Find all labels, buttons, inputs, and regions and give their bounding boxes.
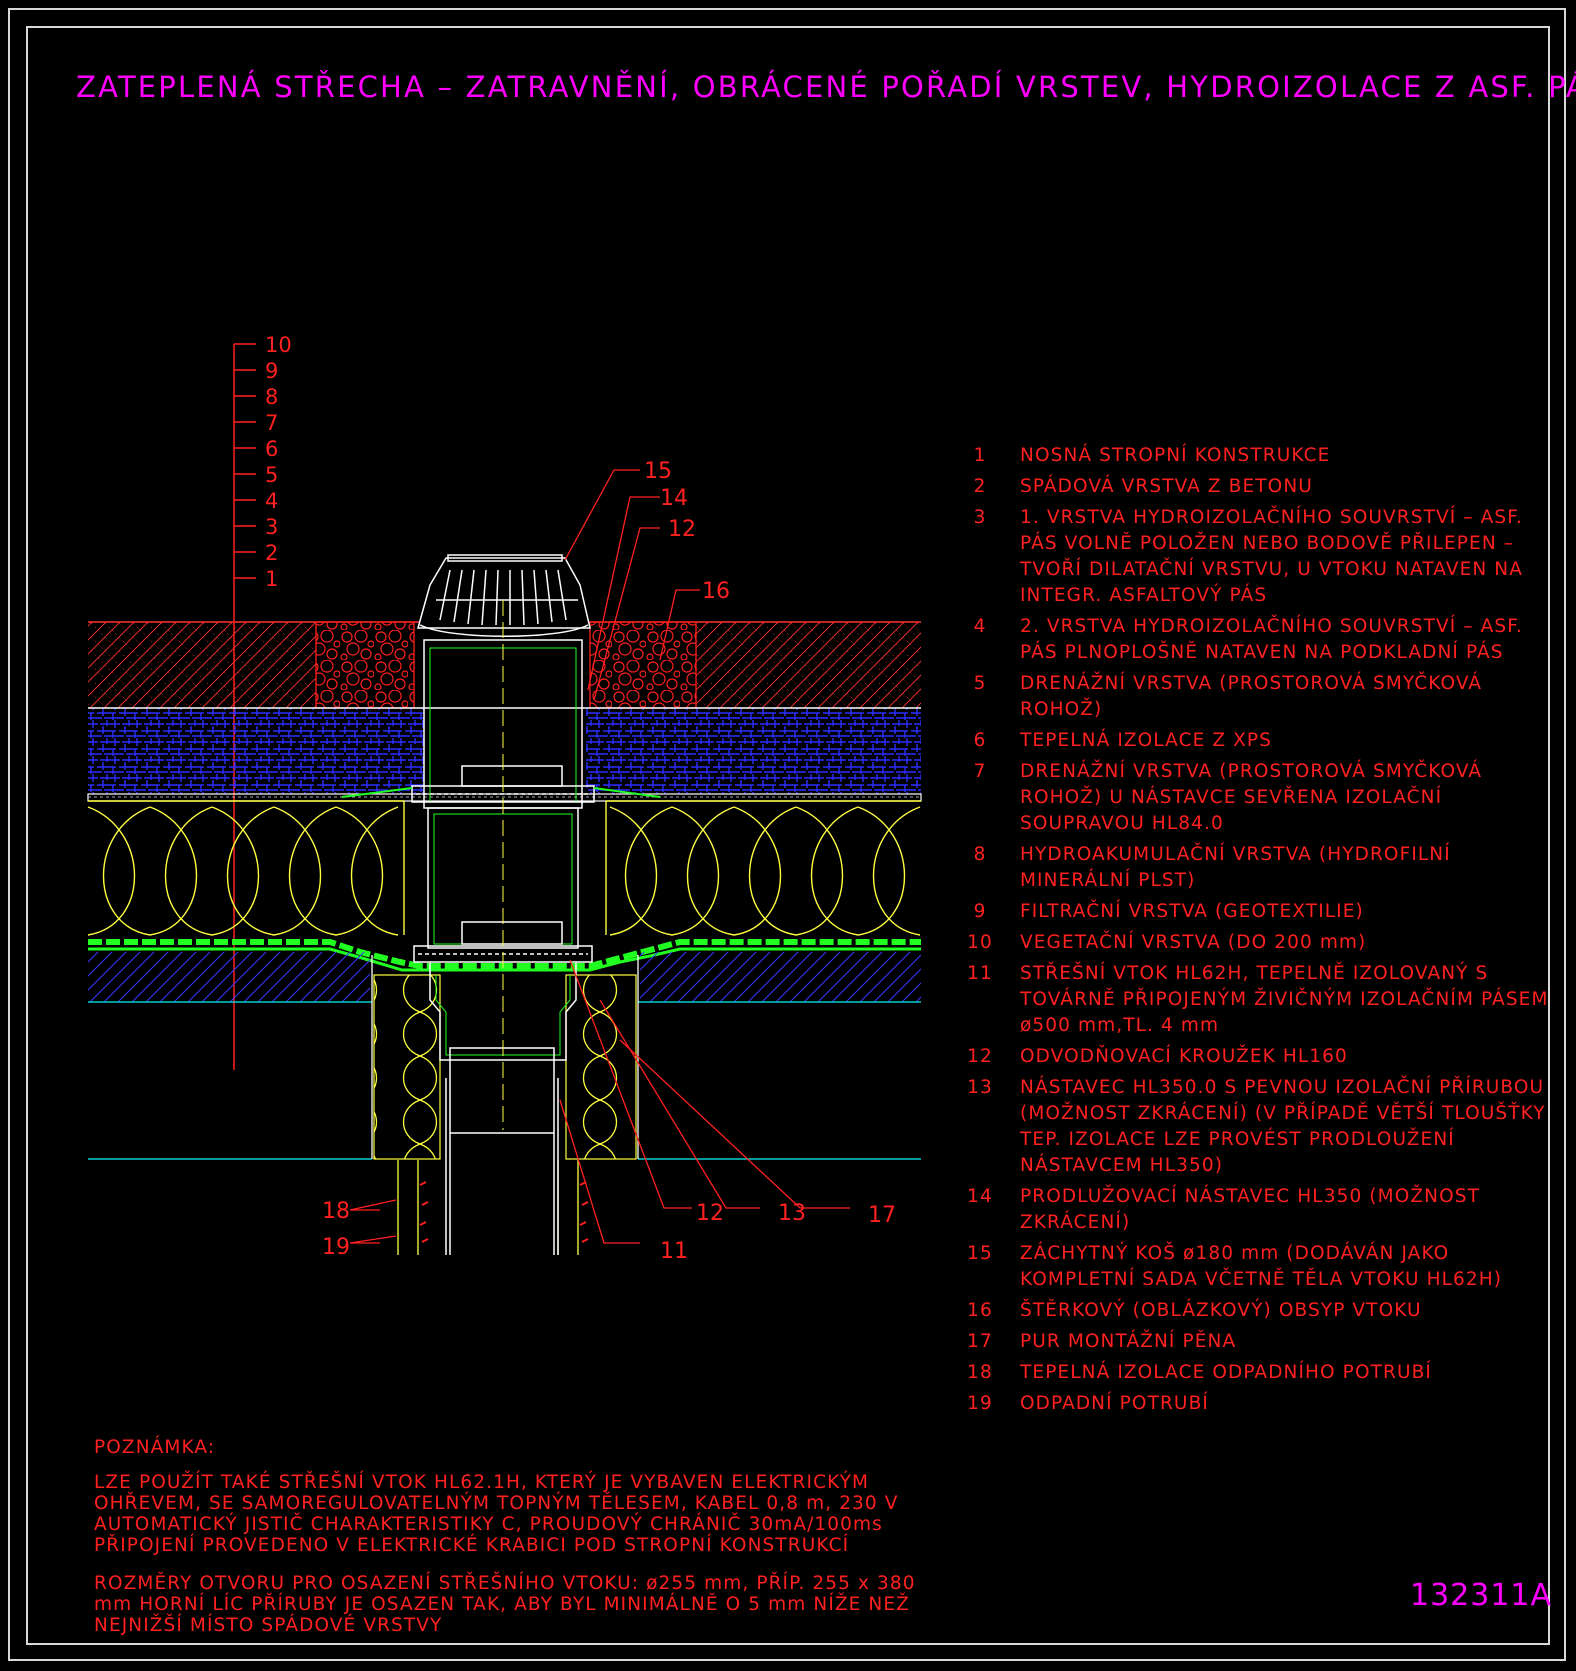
legend-text: PUR MONTÁŽNÍ PĚNA	[1020, 1331, 1237, 1352]
legend-text: HYDROAKUMULAČNÍ VRSTVA (HYDROFILNÍ MINER…	[1020, 844, 1451, 891]
legend-number: 13	[967, 1077, 993, 1098]
callout-14: 14	[660, 486, 688, 511]
legend-text: TEPELNÁ IZOLACE Z XPS	[1020, 730, 1272, 751]
legend-text: NÁSTAVEC HL350.0 S PEVNOU IZOLAČNÍ PŘÍRU…	[1020, 1077, 1546, 1176]
legend-text: SPÁDOVÁ VRSTVA Z BETONU	[1020, 476, 1313, 497]
note-paragraph: ROZMĚRY OTVORU PRO OSAZENÍ STŘEŠNÍHO VTO…	[94, 1573, 916, 1636]
scale-label: 4	[265, 489, 278, 513]
outer-frame	[8, 8, 1566, 1661]
legend-text: DRENÁŽNÍ VRSTVA (PROSTOROVÁ SMYČKOVÁ ROH…	[1020, 761, 1483, 834]
legend-item: 13 NÁSTAVEC HL350.0 S PEVNOU IZOLAČNÍ PŘÍ…	[965, 1075, 1565, 1179]
legend-number: 10	[967, 932, 993, 953]
legend-number: 19	[967, 1393, 993, 1414]
legend-item: 14 PRODLUŽOVACÍ NÁSTAVEC HL350 (MOŽNOST Z…	[965, 1184, 1565, 1236]
scale-label: 8	[265, 385, 278, 409]
drawing-border	[26, 26, 1550, 1645]
note-paragraph: LZE POUŽÍT TAKÉ STŘEŠNÍ VTOK HL62.1H, KT…	[94, 1472, 899, 1556]
legend-number: 11	[967, 963, 993, 984]
pur-foam	[373, 974, 637, 1160]
legend-text: ZÁCHYTNÝ KOŠ ø180 mm (DODÁVÁN JAKO KOMPL…	[1020, 1243, 1503, 1290]
legend-item: 10 VEGETAČNÍ VRSTVA (DO 200 mm)	[965, 930, 1565, 956]
legend-number: 7	[973, 761, 987, 782]
legend-text: ODPADNÍ POTRUBÍ	[1020, 1393, 1209, 1414]
legend-item: 8 HYDROAKUMULAČNÍ VRSTVA (HYDROFILNÍ MINE…	[965, 842, 1565, 894]
legend-number: 3	[973, 507, 987, 528]
legend-item: 6 TEPELNÁ IZOLACE Z XPS	[965, 728, 1565, 754]
callout-17: 17	[868, 1203, 896, 1228]
legend-number: 14	[967, 1186, 993, 1207]
legend-text: NOSNÁ STROPNÍ KONSTRUKCE	[1020, 445, 1331, 466]
scale-label: 10	[265, 333, 292, 357]
legend-text: VEGETAČNÍ VRSTVA (DO 200 mm)	[1020, 932, 1367, 953]
legend-item: 16 ŠTĚRKOVÝ (OBLÁZKOVÝ) OBSYP VTOKU	[965, 1298, 1565, 1324]
legend-text: TEPELNÁ IZOLACE ODPADNÍHO POTRUBÍ	[1020, 1362, 1432, 1383]
legend-item: 18 TEPELNÁ IZOLACE ODPADNÍHO POTRUBÍ	[965, 1360, 1565, 1386]
concrete-layers	[88, 952, 921, 1160]
legend-item: 17 PUR MONTÁŽNÍ PĚNA	[965, 1329, 1565, 1355]
scale-label: 5	[265, 463, 278, 487]
legend-number: 16	[967, 1300, 993, 1321]
callout-11: 11	[660, 1239, 688, 1264]
gravel-surround	[315, 621, 697, 709]
drawing-code: 132311A	[1410, 1578, 1553, 1613]
legend-text: PRODLUŽOVACÍ NÁSTAVEC HL350 (MOŽNOST ZKR…	[1020, 1186, 1480, 1233]
legend-number: 8	[973, 844, 987, 865]
legend-text: DRENÁŽNÍ VRSTVA (PROSTOROVÁ SMYČKOVÁ ROH…	[1020, 673, 1483, 720]
callout-19: 19	[322, 1235, 350, 1260]
mineral-wool-layer	[87, 800, 921, 936]
legend-text: FILTRAČNÍ VRSTVA (GEOTEXTILIE)	[1020, 901, 1364, 922]
scale-label: 1	[265, 567, 278, 591]
callout-12-lower: 12	[696, 1201, 724, 1226]
legend-number: 17	[967, 1331, 993, 1352]
legend-item: 5 DRENÁŽNÍ VRSTVA (PROSTOROVÁ SMYČKOVÁ RO…	[965, 671, 1565, 723]
legend-text: ODVODŇOVACÍ KROUŽEK HL160	[1020, 1046, 1348, 1067]
legend-list: 1 NOSNÁ STROPNÍ KONSTRUKCE 2 SPÁDOVÁ VRSTV…	[965, 443, 1565, 1422]
legend-item: 12 ODVODŇOVACÍ KROUŽEK HL160	[965, 1044, 1565, 1070]
legend-number: 15	[967, 1243, 993, 1264]
xps-layer	[87, 707, 922, 802]
legend-number: 9	[973, 901, 987, 922]
legend-text: STŘEŠNÍ VTOK HL62H, TEPELNĚ IZOLOVANÝ S …	[1020, 963, 1549, 1036]
legend-item: 19 ODPADNÍ POTRUBÍ	[965, 1391, 1565, 1417]
legend-item: 9 FILTRAČNÍ VRSTVA (GEOTEXTILIE)	[965, 899, 1565, 925]
callout-15: 15	[644, 459, 672, 484]
legend-item: 3 1. VRSTVA HYDROIZOLAČNÍHO SOUVRSTVÍ – A…	[965, 505, 1565, 609]
legend-number: 6	[973, 730, 987, 751]
drawing-title: ZATEPLENÁ STŘECHA – ZATRAVNĚNÍ, OBRÁCENÉ…	[76, 70, 1576, 104]
roof-drain-assembly	[341, 554, 661, 1255]
callout-leaders	[349, 469, 850, 1244]
legend-number: 4	[973, 616, 987, 637]
legend-item: 2 SPÁDOVÁ VRSTVA Z BETONU	[965, 474, 1565, 500]
note-heading: POZNÁMKA:	[94, 1437, 216, 1458]
legend-number: 5	[973, 673, 987, 694]
callout-13: 13	[778, 1201, 806, 1226]
note-block: POZNÁMKA: LZE POUŽÍT TAKÉ STŘEŠNÍ VTOK H…	[94, 1437, 954, 1653]
legend-number: 2	[973, 476, 987, 497]
vegetation-layer	[88, 621, 921, 708]
scale-label: 9	[265, 359, 278, 383]
legend-number: 12	[967, 1046, 993, 1067]
legend-item: 4 2. VRSTVA HYDROIZOLAČNÍHO SOUVRSTVÍ – A…	[965, 614, 1565, 666]
callout-12: 12	[668, 517, 696, 542]
scale-label: 2	[265, 541, 278, 565]
legend-item: 1 NOSNÁ STROPNÍ KONSTRUKCE	[965, 443, 1565, 469]
callout-18: 18	[322, 1199, 350, 1224]
pipe-insulation	[397, 1160, 589, 1255]
scale-label: 7	[265, 411, 278, 435]
legend-text: 2. VRSTVA HYDROIZOLAČNÍHO SOUVRSTVÍ – AS…	[1020, 616, 1523, 663]
legend-number: 1	[973, 445, 987, 466]
legend-text: ŠTĚRKOVÝ (OBLÁZKOVÝ) OBSYP VTOKU	[1020, 1300, 1422, 1321]
legend-number: 18	[967, 1362, 993, 1383]
legend-item: 15 ZÁCHYTNÝ KOŠ ø180 mm (DODÁVÁN JAKO KOM…	[965, 1241, 1565, 1293]
legend-item: 11 STŘEŠNÍ VTOK HL62H, TEPELNĚ IZOLOVANÝ …	[965, 961, 1565, 1039]
legend-item: 7 DRENÁŽNÍ VRSTVA (PROSTOROVÁ SMYČKOVÁ RO…	[965, 759, 1565, 837]
callout-16: 16	[702, 579, 730, 604]
scale-label: 3	[265, 515, 278, 539]
legend-text: 1. VRSTVA HYDROIZOLAČNÍHO SOUVRSTVÍ – AS…	[1020, 507, 1523, 606]
scale-label: 6	[265, 437, 278, 461]
